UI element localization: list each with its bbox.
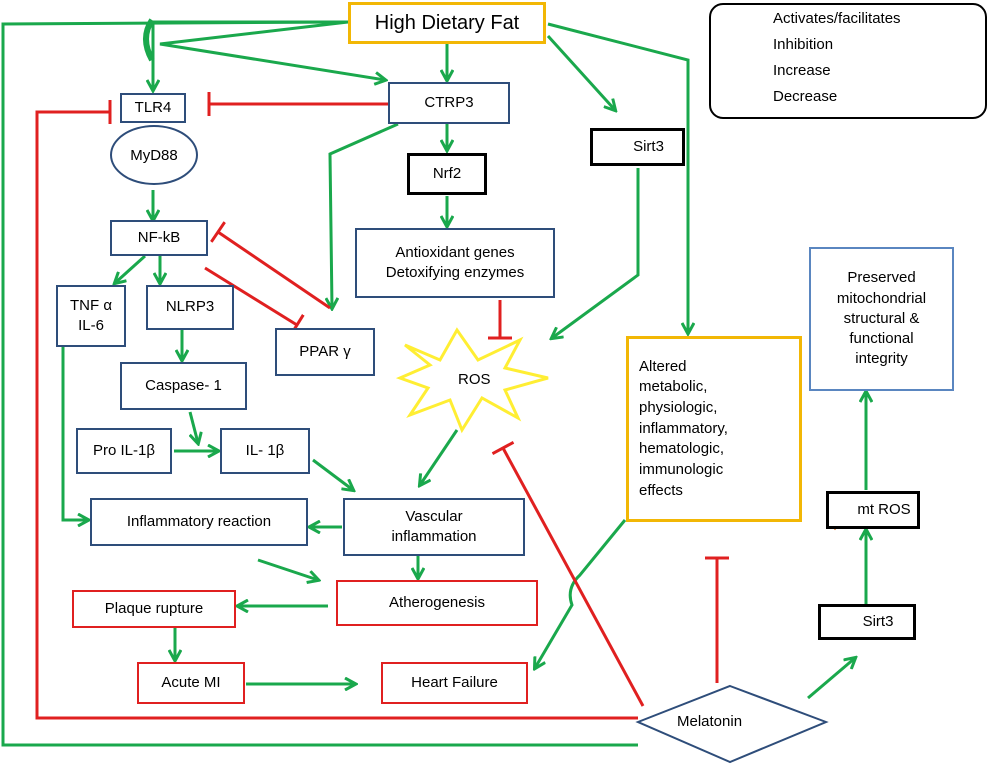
tlr4-arc	[143, 18, 155, 62]
node-acute-mi: Acute MI	[137, 662, 245, 704]
edge-fat-sirt3	[546, 34, 615, 110]
node-melatonin: Melatonin	[677, 713, 743, 730]
node-caspase-1: Caspase- 1	[120, 362, 247, 410]
edge-ctrp3-ppar	[330, 122, 399, 308]
node-high-dietary-fat: High Dietary Fat	[348, 2, 546, 44]
edge-ppar-nfkb-inhibit	[210, 221, 331, 310]
edge-fat-ctrp3	[159, 20, 385, 80]
node-tnf-il6: TNF α IL-6	[56, 285, 126, 347]
edge-il1b-vascular	[312, 458, 353, 490]
node-ctrp3: CTRP3	[388, 82, 510, 124]
edge-altered-hf	[535, 519, 627, 668]
node-altered-effects: Altered metabolic, physiologic, inflamma…	[626, 336, 802, 522]
edge-ros-vascular	[420, 429, 459, 485]
node-plaque-rupture: Plaque rupture	[72, 590, 236, 628]
node-mt-ros: mt ROS	[826, 491, 920, 529]
node-heart-failure: Heart Failure	[381, 662, 528, 704]
node-antioxidant-genes: Antioxidant genes Detoxifying enzymes	[355, 228, 555, 298]
node-il-1b: IL- 1β	[220, 428, 310, 474]
legend-inhibition-label: Inhibition	[773, 36, 834, 53]
node-sirt3-decreased: Sirt3	[590, 128, 685, 166]
node-atherogenesis: Atherogenesis	[336, 580, 538, 626]
legend-activates-label: Activates/facilitates	[773, 10, 901, 27]
legend: Activates/facilitates Inhibition Increas…	[709, 3, 987, 119]
legend-decrease-label: Decrease	[773, 88, 838, 105]
melatonin-diamond	[635, 684, 829, 764]
edge-sirt3-ros	[552, 168, 640, 338]
node-nrf2: Nrf2	[407, 153, 487, 195]
edge-mel-tlr4-inhibit	[35, 100, 638, 720]
edge-fat-altered	[547, 22, 688, 333]
node-tlr4: TLR4	[120, 93, 186, 123]
ros-burst	[395, 327, 549, 434]
node-inflammatory-reaction: Inflammatory reaction	[90, 498, 308, 546]
edge-mel-sirt3	[807, 658, 855, 700]
node-nf-kb: NF-kB	[110, 220, 208, 256]
edge-inflam-ather	[257, 558, 318, 580]
node-myd88: MyD88	[110, 125, 198, 185]
edge-nfkb-tnf	[115, 254, 147, 283]
node-vascular-inflammation: Vascular inflammation	[343, 498, 525, 556]
node-preserved-mitochondrial: Preserved mitochondrial structural & fun…	[809, 247, 954, 391]
node-sirt3-increased: Sirt3	[818, 604, 916, 640]
edge-mel-ros-inhibit	[491, 440, 645, 707]
node-ros-label: ROS	[458, 371, 491, 388]
node-nlrp3: NLRP3	[146, 285, 234, 330]
node-pro-il-1b: Pro IL-1β	[76, 428, 172, 474]
node-ppar-gamma: PPAR γ	[275, 328, 375, 376]
legend-increase-label: Increase	[773, 62, 831, 79]
edge-nfkb-ppar-inhibit	[204, 266, 305, 336]
edge-fat-outer-left	[1, 20, 638, 747]
edge-caspase-il1b	[188, 411, 198, 443]
edge-tnf-inflam	[61, 347, 88, 520]
